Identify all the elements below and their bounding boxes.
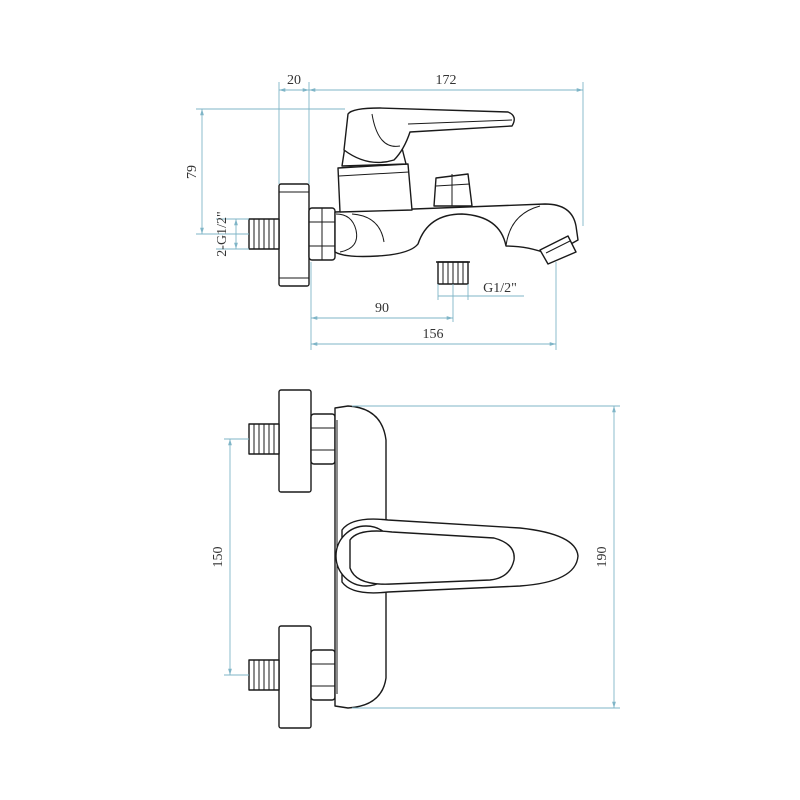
lever-paddle <box>349 530 515 585</box>
dim-flange: 20 <box>287 73 301 88</box>
dim-body-length: 156 <box>423 327 444 342</box>
mixer-body <box>334 203 579 258</box>
lever-handle <box>343 107 515 164</box>
dim-width-total: 172 <box>436 73 457 88</box>
lower-flange <box>278 625 312 729</box>
upper-flange <box>278 389 312 493</box>
dim-outlet-offset: 90 <box>375 301 389 316</box>
dim-inlet-spacing: 150 <box>211 547 226 568</box>
lower-nut <box>310 649 336 701</box>
dim-outlet-thread: G1/2" <box>483 281 517 296</box>
top-view <box>248 389 579 729</box>
diverter-knob <box>433 173 473 207</box>
dim-overall-depth: 190 <box>595 547 610 568</box>
dim-height: 79 <box>185 165 200 179</box>
wall-flange <box>278 183 310 287</box>
cartridge-housing <box>337 163 413 213</box>
dim-inlet-thread: 2-G1/2" <box>215 211 230 256</box>
top-view-dimensions: 150 190 <box>211 405 620 709</box>
side-view-dimensions: 20 172 79 2-G1/2" G1/2" 90 156 <box>185 73 584 350</box>
upper-nut <box>310 413 336 465</box>
side-view <box>248 107 579 287</box>
